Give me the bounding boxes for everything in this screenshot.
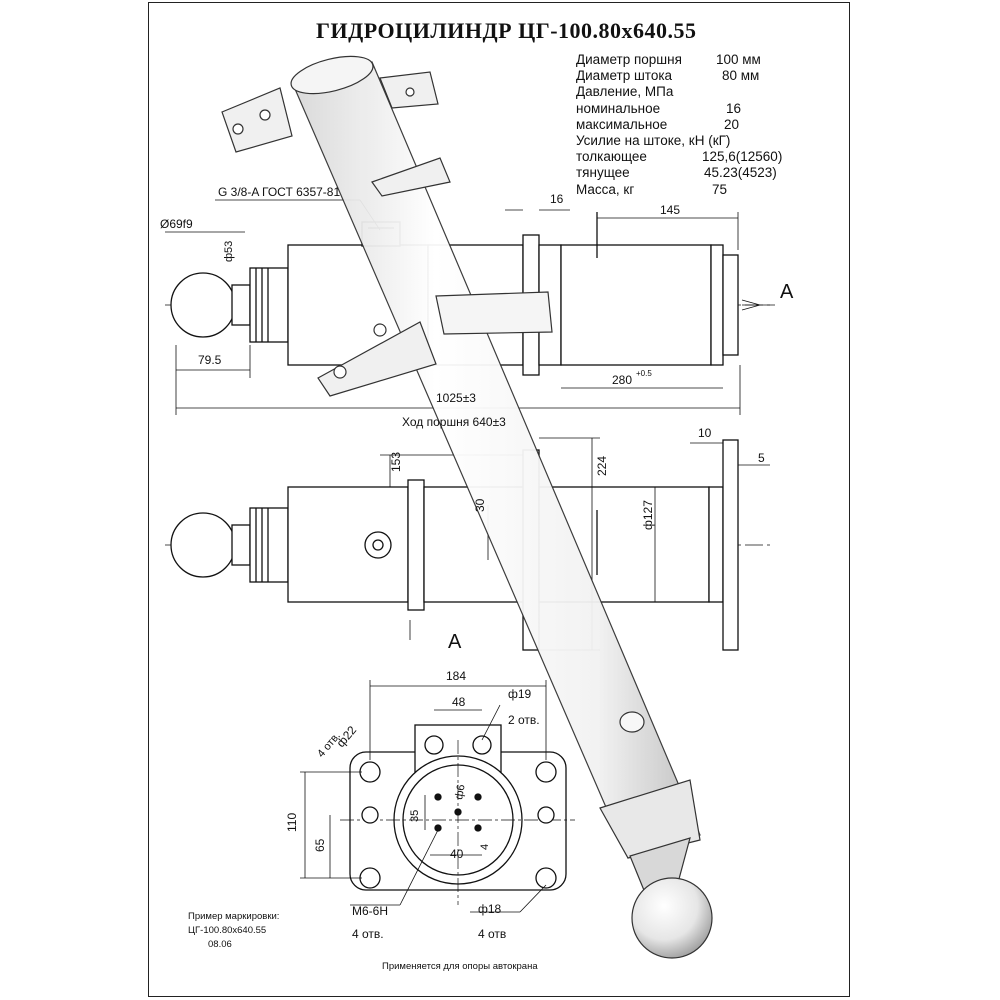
d65-label: 65 — [313, 838, 327, 852]
d110-label: 110 — [285, 813, 299, 832]
d30-label: 30 — [473, 498, 487, 512]
spec-value: 125,6(12560) — [702, 149, 783, 165]
d184-label: 184 — [446, 669, 466, 683]
d280-tol-label: +0.5 — [636, 369, 652, 378]
d795-label: 79.5 — [198, 353, 222, 367]
d10-label: 10 — [698, 426, 712, 440]
spec-label: Диаметр штока — [576, 68, 673, 84]
flange-view — [300, 680, 575, 913]
marking-code: ЦГ-100.80х640.55 — [188, 925, 267, 936]
m6-label: М6-6Н — [352, 904, 388, 918]
spec-label: Диаметр поршня — [576, 52, 682, 67]
spec-value: 80 мм — [722, 68, 760, 84]
stroke-label: Ход поршня 640±3 — [402, 415, 506, 429]
d6-label: ф6 — [453, 783, 467, 800]
d18-label: ф18 — [478, 902, 502, 916]
d280-label: 280 — [612, 373, 632, 387]
d40-label: 40 — [450, 847, 464, 861]
spec-value: 45.23(4523) — [704, 165, 777, 181]
drawing-title: ГИДРОЦИЛИНДР ЦГ-100.80х640.55 — [316, 18, 697, 43]
d19-label: ф19 — [508, 687, 532, 701]
d224-label: 224 — [595, 456, 609, 476]
spec-label: Усилие на штоке, кН (кГ) — [576, 132, 731, 148]
marking-note: Пример маркировки: ЦГ-100.80х640.55 08.0… — [188, 910, 279, 952]
d53-label: ф53 — [223, 241, 235, 262]
d1025-label: 1025±3 — [436, 391, 476, 405]
marking-label: Пример маркировки: — [188, 911, 280, 922]
holes4c-label: 4 отв — [478, 927, 506, 941]
d127-label: ф127 — [641, 500, 655, 530]
spec-value: 20 — [724, 116, 740, 132]
d153-label: 153 — [389, 452, 403, 472]
holes4b-label: 4 отв. — [352, 927, 384, 941]
d4-label: 4 — [479, 844, 491, 850]
cylinder-3d-render — [221, 55, 713, 959]
marking-date: 08.06 — [208, 939, 232, 950]
d16-label: 16 — [550, 192, 564, 206]
holes2-label: 2 отв. — [508, 713, 540, 727]
usage-footer: Применяется для опоры автокрана — [382, 961, 538, 972]
view-a-top-label: А — [780, 281, 794, 303]
d5-label: 5 — [758, 451, 765, 465]
d145-label: 145 — [660, 203, 680, 217]
spec-value: 75 — [712, 181, 728, 197]
d48-label: 48 — [452, 695, 466, 709]
d35-label: 35 — [409, 810, 421, 822]
dimension-labels: G 3/8-A ГОСТ 6357-81 Ø69f9 ф53 16 145 79… — [160, 185, 794, 941]
spec-label: толкающее — [576, 149, 647, 165]
middle-view — [165, 437, 770, 651]
spec-label: Давление, МПа — [576, 84, 674, 100]
sphere-dia-label: Ø69f9 — [160, 217, 193, 231]
port-label: G 3/8-A ГОСТ 6357-81 — [218, 185, 340, 199]
spec-value: 16 — [726, 100, 742, 116]
spec-value: 100 мм — [716, 52, 761, 67]
view-a-mid-label: А — [448, 631, 462, 653]
spec-label: номинальное — [576, 100, 661, 116]
spec-label: максимальное — [576, 116, 668, 132]
spec-label: тянущее — [576, 165, 630, 181]
spec-label: Масса, кг — [576, 181, 635, 197]
